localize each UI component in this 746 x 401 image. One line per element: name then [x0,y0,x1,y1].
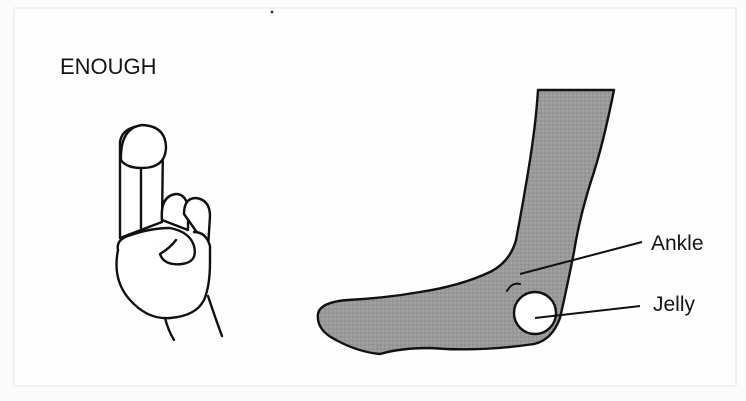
scan-speck [271,11,274,14]
jelly-label: Jelly [653,293,696,316]
ankle-label: Ankle [651,232,704,255]
page-title: ENOUGH [60,54,157,79]
jelly-circle [514,292,556,334]
